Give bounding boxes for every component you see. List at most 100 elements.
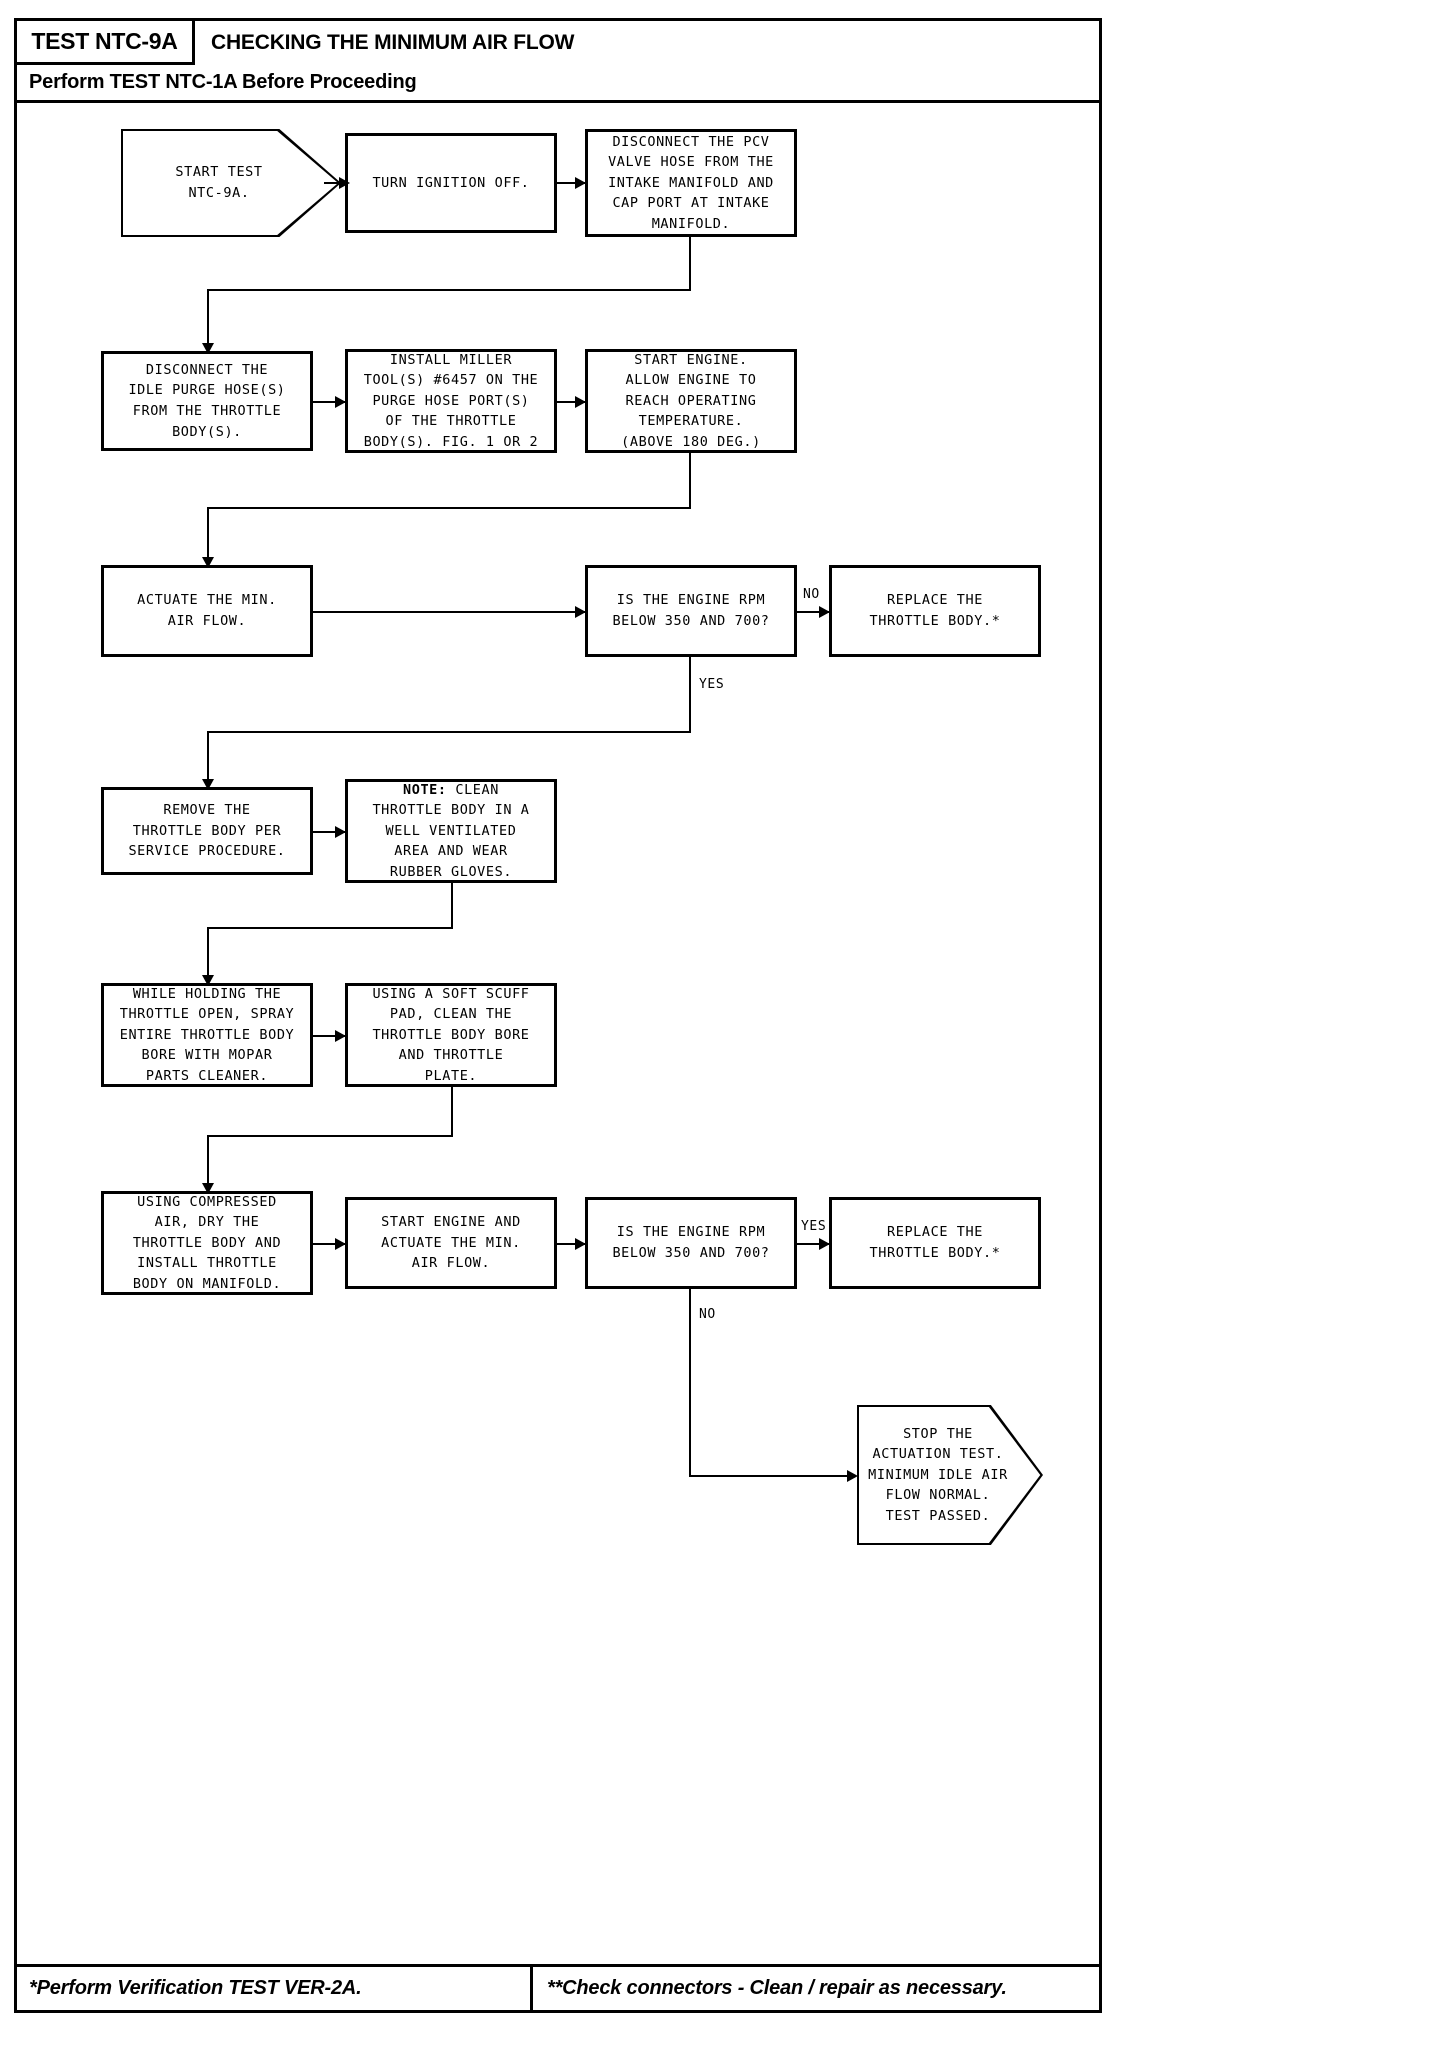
edge-start-to-ignition [324, 182, 346, 184]
edge-label-decision1-yes: YES [699, 677, 725, 692]
edge-decision1-no [797, 611, 829, 613]
edge-decision1-yes-to-remove [207, 731, 209, 785]
node-disconnect-purge-hose-label: DISCONNECT THE IDLE PURGE HOSE(S) FROM T… [128, 361, 286, 440]
node-actuate-min-airflow: ACTUATE THE MIN. AIR FLOW. [101, 565, 313, 657]
diagram-page: TEST NTC-9A CHECKING THE MINIMUM AIR FLO… [14, 18, 1102, 2013]
edge-purge-to-miller [313, 401, 345, 403]
edge-remove-to-note-arrow [335, 826, 346, 838]
edge-miller-to-start-engine [557, 401, 585, 403]
node-disconnect-purge-hose: DISCONNECT THE IDLE PURGE HOSE(S) FROM T… [101, 351, 313, 451]
header-row-primary: TEST NTC-9A CHECKING THE MINIMUM AIR FLO… [17, 21, 1099, 65]
node-spray-throttle-bore: WHILE HOLDING THE THROTTLE OPEN, SPRAY E… [101, 983, 313, 1087]
edge-actuate-to-decision1 [313, 611, 585, 613]
node-dry-install-throttle-body: USING COMPRESSED AIR, DRY THE THROTTLE B… [101, 1191, 313, 1295]
edge-note-left [207, 927, 453, 929]
node-disconnect-pcv-label: DISCONNECT THE PCV VALVE HOSE FROM THE I… [608, 133, 774, 232]
node-decision-rpm-1-label: IS THE ENGINE RPM BELOW 350 AND 700? [612, 592, 770, 629]
edge-note-to-spray-arrow [202, 975, 214, 986]
node-decision-rpm-2-label: IS THE ENGINE RPM BELOW 350 AND 700? [612, 1224, 770, 1261]
edge-decision1-yes-left [207, 731, 691, 733]
node-remove-throttle-body: REMOVE THE THROTTLE BODY PER SERVICE PRO… [101, 787, 313, 875]
edge-purge-to-miller-arrow [335, 396, 346, 408]
edge-start-to-ignition-arrow [339, 177, 350, 189]
edge-decision1-yes-arrow [202, 779, 214, 790]
edge-to-actuate-arrow [202, 557, 214, 568]
note-bold-label: NOTE: [402, 781, 447, 798]
edge-label-decision2-yes: YES [801, 1219, 827, 1234]
footer-bar: *Perform Verification TEST VER-2A. **Che… [17, 1964, 1099, 2010]
edge-decision2-yes [797, 1243, 829, 1245]
edge-pcv-to-purge-arrow [202, 343, 214, 354]
edge-pcv-to-purge-down [207, 289, 209, 349]
edge-scuff-to-dry-arrow [202, 1183, 214, 1194]
footer-right-cell: **Check connectors - Clean / repair as n… [533, 1967, 1099, 2010]
edge-spray-to-scuff [313, 1035, 345, 1037]
header-title-cell: CHECKING THE MINIMUM AIR FLOW [195, 21, 574, 65]
node-replace-throttle-body-1-label: REPLACE THE THROTTLE BODY.* [869, 592, 1001, 629]
node-start-test: START TEST NTC-9A. [121, 129, 341, 237]
test-code-cell: TEST NTC-9A [17, 21, 195, 65]
node-actuate-min-airflow-label: ACTUATE THE MIN. AIR FLOW. [137, 592, 277, 629]
node-replace-throttle-body-2: REPLACE THE THROTTLE BODY.* [829, 1197, 1041, 1289]
flowchart-canvas: START TEST NTC-9A. TURN IGNITION OFF. DI… [17, 103, 1099, 1967]
footer-left-cell: *Perform Verification TEST VER-2A. [17, 1967, 533, 2010]
node-stop-test-passed: STOP THE ACTUATION TEST. MINIMUM IDLE AI… [857, 1405, 1043, 1545]
edge-decision2-yes-arrow [819, 1238, 830, 1250]
edge-scuff-left [207, 1135, 453, 1137]
prerequisite-label: Perform TEST NTC-1A Before Proceeding [29, 71, 417, 93]
edge-to-actuate-down [207, 507, 209, 563]
node-install-miller-tool: INSTALL MILLER TOOL(S) #6457 ON THE PURG… [345, 349, 557, 453]
edge-pcv-down [689, 237, 691, 291]
edge-decision2-no-right [689, 1475, 855, 1477]
node-scuff-pad-clean: USING A SOFT SCUFF PAD, CLEAN THE THROTT… [345, 983, 557, 1087]
node-turn-ignition-off-label: TURN IGNITION OFF. [372, 174, 530, 191]
edge-pcv-left [207, 289, 691, 291]
node-start-engine-label: START ENGINE. ALLOW ENGINE TO REACH OPER… [621, 351, 761, 450]
node-stop-test-passed-label: STOP THE ACTUATION TEST. MINIMUM IDLE AI… [868, 1425, 1008, 1524]
node-note-content: NOTE: CLEAN THROTTLE BODY IN A WELL VENT… [372, 780, 529, 883]
footer-connectors-note: **Check connectors - Clean / repair as n… [547, 1977, 1007, 1999]
node-scuff-pad-clean-label: USING A SOFT SCUFF PAD, CLEAN THE THROTT… [372, 985, 530, 1084]
node-start-engine-actuate-label: START ENGINE AND ACTUATE THE MIN. AIR FL… [381, 1214, 521, 1272]
node-disconnect-pcv: DISCONNECT THE PCV VALVE HOSE FROM THE I… [585, 129, 797, 237]
edge-spray-to-scuff-arrow [335, 1030, 346, 1042]
node-note-clean-throttle-body: NOTE: CLEAN THROTTLE BODY IN A WELL VENT… [345, 779, 557, 883]
edge-decision1-yes-down [689, 657, 691, 733]
node-spray-throttle-bore-label: WHILE HOLDING THE THROTTLE OPEN, SPRAY E… [119, 985, 295, 1084]
edge-start-actuate-to-decision2 [557, 1243, 585, 1245]
edge-dry-to-start-actuate [313, 1243, 345, 1245]
node-replace-throttle-body-1: REPLACE THE THROTTLE BODY.* [829, 565, 1041, 657]
edge-start-engine-down [689, 453, 691, 509]
edge-remove-to-note [313, 831, 345, 833]
node-replace-throttle-body-2-label: REPLACE THE THROTTLE BODY.* [869, 1224, 1001, 1261]
node-start-engine-actuate: START ENGINE AND ACTUATE THE MIN. AIR FL… [345, 1197, 557, 1289]
edge-start-engine-left [207, 507, 691, 509]
edge-ignition-to-pcv [557, 182, 585, 184]
page-title: CHECKING THE MINIMUM AIR FLOW [211, 31, 575, 54]
node-remove-throttle-body-label: REMOVE THE THROTTLE BODY PER SERVICE PRO… [128, 802, 286, 860]
edge-note-to-spray-down [207, 927, 209, 981]
node-decision-rpm-1: IS THE ENGINE RPM BELOW 350 AND 700? [585, 565, 797, 657]
node-start-test-label: START TEST NTC-9A. [175, 164, 263, 201]
edge-scuff-down [451, 1087, 453, 1137]
node-turn-ignition-off: TURN IGNITION OFF. [345, 133, 557, 233]
edge-dry-to-start-actuate-arrow [335, 1238, 346, 1250]
edge-start-actuate-to-decision2-arrow [575, 1238, 586, 1250]
edge-note-down [451, 883, 453, 929]
edge-ignition-to-pcv-arrow [575, 177, 586, 189]
edge-decision2-no-arrow [847, 1470, 858, 1482]
header-prerequisite-bar: Perform TEST NTC-1A Before Proceeding [17, 65, 1099, 103]
footer-verification-note: *Perform Verification TEST VER-2A. [29, 1977, 362, 1999]
node-start-engine: START ENGINE. ALLOW ENGINE TO REACH OPER… [585, 349, 797, 453]
edge-label-decision1-no: NO [803, 587, 820, 602]
node-install-miller-tool-label: INSTALL MILLER TOOL(S) #6457 ON THE PURG… [363, 351, 539, 450]
node-note-text: CLEAN THROTTLE BODY IN A WELL VENTILATED… [372, 781, 530, 880]
node-dry-install-throttle-body-label: USING COMPRESSED AIR, DRY THE THROTTLE B… [132, 1193, 282, 1292]
edge-scuff-to-dry-down [207, 1135, 209, 1189]
edge-label-decision2-no: NO [699, 1307, 716, 1322]
test-code-label: TEST NTC-9A [31, 28, 178, 54]
edge-miller-to-start-engine-arrow [575, 396, 586, 408]
edge-decision1-no-arrow [819, 606, 830, 618]
node-decision-rpm-2: IS THE ENGINE RPM BELOW 350 AND 700? [585, 1197, 797, 1289]
edge-decision2-no-down [689, 1289, 691, 1477]
